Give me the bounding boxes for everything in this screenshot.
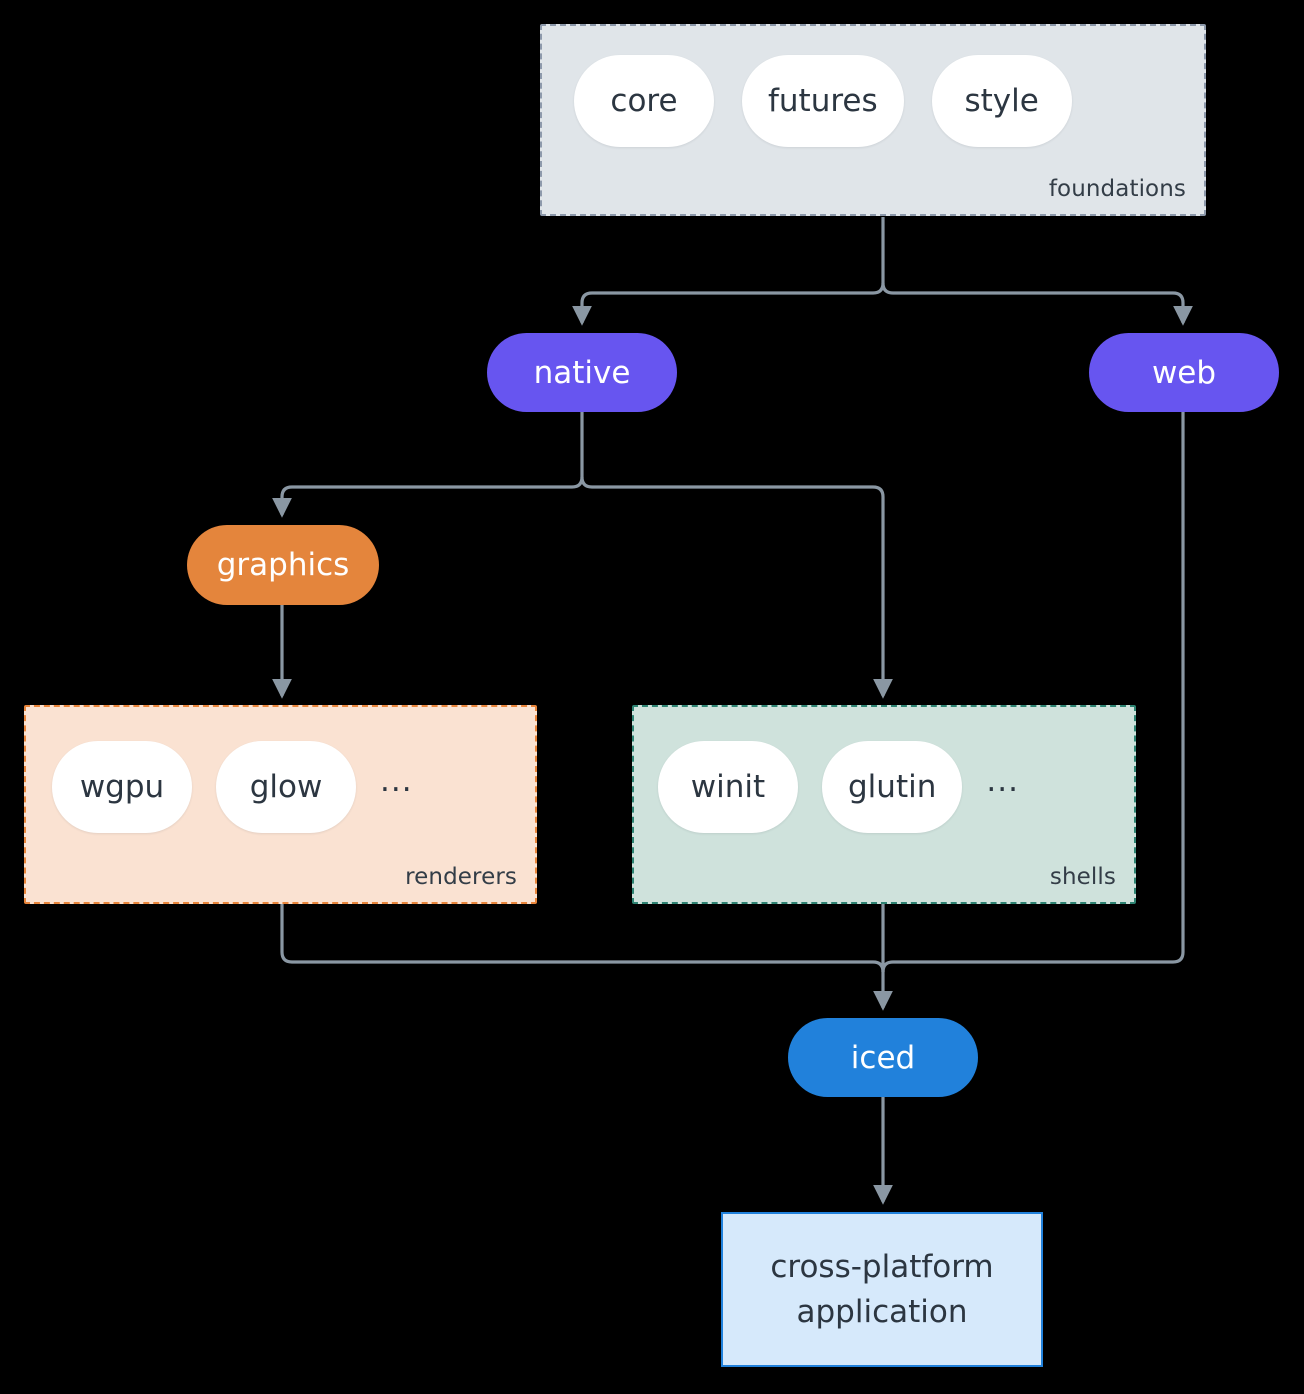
node-glow[interactable]: glow (216, 740, 356, 833)
merge-fillet-right (881, 960, 894, 973)
group-foundations-label: foundations (1048, 176, 1186, 202)
shells-more-ellipsis: ... (986, 762, 1019, 799)
node-glow-label: glow (249, 768, 323, 805)
group-shells-label: shells (1049, 864, 1116, 890)
group-foundations: core futures style foundations (540, 24, 1206, 216)
edge-native-shells (592, 485, 893, 699)
edge-foundations-split (881, 217, 894, 295)
foundations-items: core futures style (542, 55, 1072, 147)
node-winit[interactable]: winit (658, 740, 798, 833)
group-shells: winit glutin ... shells (632, 705, 1136, 904)
edge-foundations-native (572, 291, 873, 326)
node-wgpu[interactable]: wgpu (52, 740, 192, 833)
merge-fillet-left (872, 960, 885, 973)
node-app-label-line1: cross-platform (770, 1248, 994, 1285)
node-web[interactable]: web (1089, 333, 1279, 412)
edge-native-graphics (272, 485, 572, 518)
node-futures[interactable]: futures (742, 55, 904, 147)
shells-items: winit glutin ... (634, 740, 1019, 833)
edge-native-split (580, 412, 593, 489)
node-glutin-label: glutin (848, 768, 937, 805)
node-glutin[interactable]: glutin (822, 740, 963, 833)
node-native-label: native (533, 354, 631, 391)
node-core[interactable]: core (574, 55, 714, 147)
edge-native-split-stub (571, 476, 584, 489)
node-style-label: style (964, 83, 1039, 119)
edge-renderers-iced (280, 904, 873, 964)
node-winit-label: winit (690, 768, 766, 805)
renderers-items: wgpu glow ... (26, 740, 413, 833)
edge-split-left-stub (872, 282, 885, 295)
node-style[interactable]: style (931, 55, 1072, 147)
renderers-more-ellipsis: ... (380, 762, 413, 799)
node-iced-label: iced (850, 1039, 916, 1076)
node-native[interactable]: native (487, 333, 677, 412)
node-app-label-line2: application (796, 1293, 968, 1330)
node-graphics-label: graphics (216, 547, 350, 583)
node-cross-platform-application[interactable]: cross-platform application (721, 1212, 1043, 1367)
node-graphics[interactable]: graphics (187, 525, 379, 605)
node-wgpu-label: wgpu (79, 768, 165, 805)
node-web-label: web (1151, 354, 1217, 391)
node-iced[interactable]: iced (788, 1018, 978, 1097)
node-core-label: core (610, 83, 678, 119)
group-renderers-label: renderers (405, 864, 517, 890)
group-renderers: wgpu glow ... renderers (24, 705, 537, 904)
node-futures-label: futures (768, 83, 878, 119)
edge-foundations-web (893, 291, 1193, 326)
